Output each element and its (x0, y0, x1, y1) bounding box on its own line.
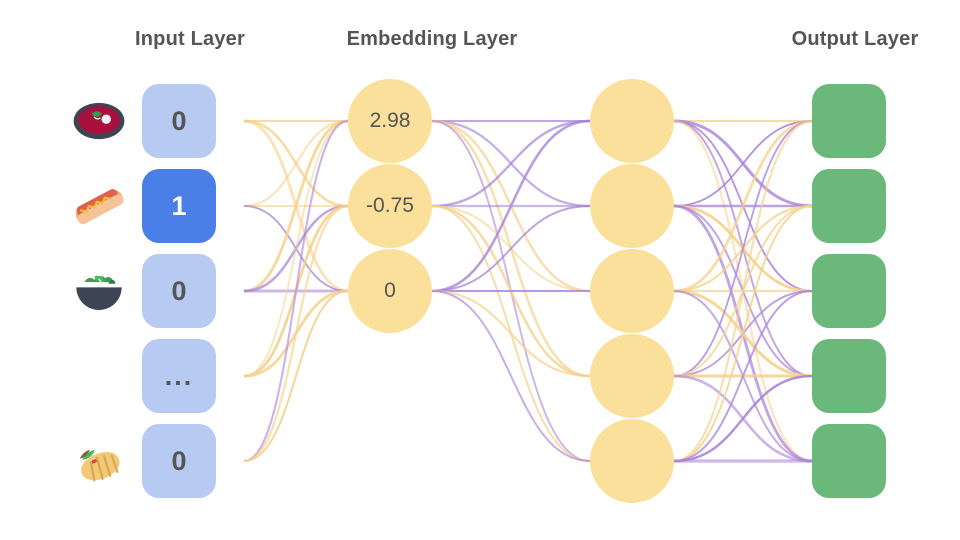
connection-line (673, 205, 813, 462)
input-row: 0 (70, 424, 245, 498)
input-row: 0 (70, 254, 245, 328)
connection-line (243, 289, 349, 378)
connection-line (673, 119, 813, 463)
input-row: 1 (70, 169, 245, 243)
connection-line (673, 119, 813, 463)
connection-line (673, 290, 813, 462)
edges-embedding-to-hidden (431, 119, 591, 463)
connection-line (431, 205, 591, 462)
input-value-box-ellipsis[interactable]: ... (142, 339, 216, 413)
input-value-box[interactable]: 0 (142, 254, 216, 328)
connection-line (243, 289, 349, 463)
output-node[interactable] (812, 339, 886, 413)
connection-line (673, 120, 813, 377)
connection-line (243, 204, 349, 463)
input-value-box[interactable]: 0 (142, 84, 216, 158)
connection-line (673, 374, 813, 463)
output-layer-title: Output Layer (791, 28, 919, 50)
connection-line (673, 120, 813, 377)
connection-line (243, 119, 349, 293)
edges-hidden-to-output (673, 119, 813, 463)
output-node[interactable] (812, 84, 886, 158)
input-layer-title: Input Layer (135, 28, 245, 50)
output-node[interactable] (812, 169, 886, 243)
connection-line (431, 119, 591, 208)
connection-line (673, 119, 813, 293)
connection-line (243, 120, 349, 377)
edges-input-to-embedding (243, 119, 349, 463)
beet-soup-bowl-icon (70, 92, 128, 150)
hidden-node[interactable] (590, 249, 674, 333)
connection-line (431, 119, 591, 293)
embedding-node[interactable]: 2.98 (348, 79, 432, 163)
green-salad-bowl-icon (70, 262, 128, 320)
input-value-box-active[interactable]: 1 (142, 169, 216, 243)
connection-line (243, 119, 349, 463)
hidden-node[interactable] (590, 79, 674, 163)
connection-line (431, 119, 591, 378)
connection-line (673, 205, 813, 377)
connection-line (673, 374, 813, 463)
embedding-node[interactable]: 0 (348, 249, 432, 333)
hidden-node[interactable] (590, 164, 674, 248)
connection-line (673, 204, 813, 293)
input-value-box[interactable]: 0 (142, 424, 216, 498)
connection-line (243, 120, 349, 207)
connection-line (431, 289, 591, 378)
connection-line (431, 120, 591, 462)
connection-line (673, 119, 813, 208)
connection-line (243, 205, 349, 292)
input-row: 0 (70, 84, 245, 158)
hidden-node[interactable] (590, 419, 674, 503)
empty-icon-slot (70, 347, 128, 405)
connection-line (243, 204, 349, 293)
connection-line (243, 119, 349, 293)
connection-line (673, 289, 813, 463)
hot-dog-icon (70, 177, 128, 235)
connection-line (431, 204, 591, 378)
embedding-node[interactable]: -0.75 (348, 164, 432, 248)
connection-line (673, 204, 813, 293)
connection-line (431, 205, 591, 292)
connection-line (673, 290, 813, 377)
connection-line (431, 119, 591, 293)
connection-line (673, 204, 813, 463)
connection-line (431, 119, 591, 208)
output-node[interactable] (812, 254, 886, 328)
hidden-node[interactable] (590, 334, 674, 418)
connection-line (431, 289, 591, 463)
connection-line (431, 205, 591, 292)
connection-line (243, 204, 349, 378)
embedding-layer-title: Embedding Layer (346, 28, 518, 50)
connection-line (673, 205, 813, 377)
input-row: ... (70, 339, 245, 413)
connection-line (673, 120, 813, 207)
burrito-icon (70, 432, 128, 490)
connection-line (673, 120, 813, 292)
connection-line (673, 289, 813, 378)
output-node[interactable] (812, 424, 886, 498)
connection-line (243, 119, 349, 208)
